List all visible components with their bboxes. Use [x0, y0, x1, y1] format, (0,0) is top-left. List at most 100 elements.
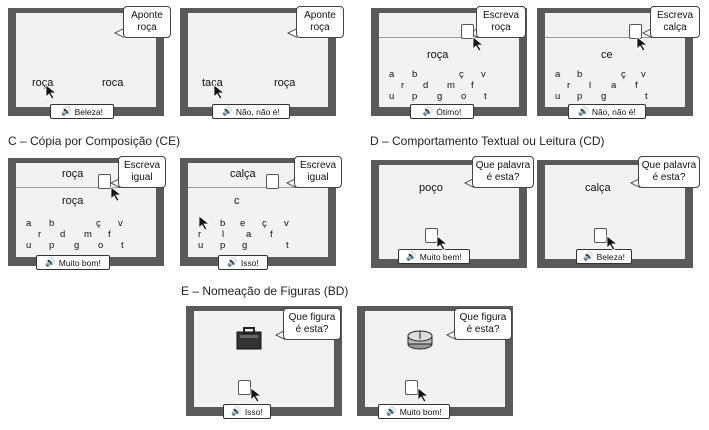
- letter-key[interactable]: g: [74, 240, 80, 251]
- word-option[interactable]: roça: [274, 77, 296, 89]
- letter-key[interactable]: ç: [621, 69, 626, 80]
- letter-key[interactable]: m: [447, 80, 455, 91]
- audio-feedback: 🔊Não, não é!: [568, 104, 646, 119]
- sample-bar: [188, 163, 328, 188]
- letter-key[interactable]: t: [121, 240, 124, 251]
- speaker-icon: 🔊: [45, 257, 56, 267]
- microphone-icon[interactable]: [594, 228, 607, 243]
- letter-key[interactable]: r: [567, 80, 571, 91]
- letter-key[interactable]: r: [198, 229, 202, 240]
- letter-key[interactable]: a: [389, 69, 395, 80]
- microphone-icon[interactable]: [405, 380, 418, 395]
- sample-bar: [379, 13, 519, 38]
- letter-key[interactable]: p: [577, 91, 583, 102]
- letter-key[interactable]: p: [412, 91, 418, 102]
- audio-feedback: 🔊Beleza!: [50, 104, 114, 119]
- letter-key[interactable]: b: [220, 218, 226, 229]
- letter-key[interactable]: r: [401, 80, 405, 91]
- letter-key[interactable]: g: [601, 91, 607, 102]
- letter-key[interactable]: l: [589, 80, 592, 91]
- letter-key[interactable]: f: [635, 80, 638, 91]
- letter-key[interactable]: e: [240, 218, 246, 229]
- prompt-bubble: Que figura é esta?: [283, 308, 341, 340]
- letter-key[interactable]: v: [284, 218, 289, 229]
- letter-key[interactable]: o: [98, 240, 104, 251]
- letter-key[interactable]: v: [118, 218, 123, 229]
- letter-key[interactable]: u: [555, 91, 561, 102]
- sample-bar: [545, 13, 685, 38]
- bubble-tail: [464, 178, 474, 188]
- microphone-icon[interactable]: [425, 228, 438, 243]
- speaker-icon: 🔊: [386, 406, 397, 416]
- speaker-icon: 🔊: [406, 251, 417, 261]
- sample-word: roça: [427, 49, 449, 61]
- cursor-icon: [110, 186, 123, 202]
- letter-key[interactable]: v: [641, 69, 646, 80]
- target-word: poço: [419, 182, 443, 194]
- letter-key[interactable]: ç: [96, 218, 101, 229]
- speaker-icon: 🔊: [583, 251, 594, 261]
- letter-key[interactable]: d: [60, 229, 66, 240]
- letter-key[interactable]: g: [437, 91, 443, 102]
- prompt-bubble: Escreva roça: [476, 6, 526, 38]
- letter-key[interactable]: g: [242, 240, 248, 251]
- letter-key[interactable]: a: [555, 69, 561, 80]
- response-word: c: [234, 195, 240, 207]
- speaker-icon: 🔊: [227, 257, 238, 267]
- panel-a2: taça roça: [180, 8, 336, 116]
- letter-key[interactable]: o: [461, 91, 467, 102]
- microphone-icon[interactable]: [238, 380, 251, 395]
- audio-feedback: 🔊Isso!: [223, 404, 271, 419]
- letter-key[interactable]: a: [611, 80, 617, 91]
- bubble-tail: [287, 28, 297, 38]
- letter-key[interactable]: p: [49, 240, 55, 251]
- letter-key[interactable]: v: [481, 69, 486, 80]
- cursor-icon: [472, 36, 485, 52]
- letter-key[interactable]: a: [26, 218, 32, 229]
- letter-key[interactable]: ç: [262, 218, 267, 229]
- speaker-icon: 🔊: [222, 106, 233, 116]
- prompt-bubble: Escreva calça: [650, 6, 700, 38]
- cursor-icon: [213, 84, 226, 100]
- suitcase-picture: [236, 327, 262, 350]
- keyboard-icon[interactable]: [461, 24, 474, 39]
- sample-word: ce: [601, 49, 613, 61]
- letter-key[interactable]: m: [84, 229, 92, 240]
- letter-key[interactable]: a: [246, 229, 252, 240]
- letter-key[interactable]: t: [484, 91, 487, 102]
- letter-key[interactable]: l: [222, 229, 225, 240]
- word-option[interactable]: roça: [32, 77, 54, 89]
- word-option[interactable]: taça: [202, 77, 223, 89]
- letter-key[interactable]: t: [645, 91, 648, 102]
- letter-key[interactable]: r: [38, 229, 42, 240]
- letter-key[interactable]: b: [412, 69, 418, 80]
- letter-key[interactable]: p: [220, 240, 226, 251]
- letter-key[interactable]: b: [577, 69, 583, 80]
- cursor-icon: [250, 387, 263, 403]
- letter-key[interactable]: b: [49, 218, 55, 229]
- bubble-tail: [286, 178, 296, 188]
- letter-key[interactable]: t: [286, 240, 289, 251]
- sample-word: calça: [230, 168, 256, 180]
- section-title-e: E – Nomeação de Figuras (BD): [181, 284, 349, 298]
- letter-key[interactable]: f: [108, 229, 111, 240]
- letter-key[interactable]: ç: [459, 69, 464, 80]
- keyboard-icon[interactable]: [98, 174, 111, 189]
- letter-key[interactable]: f: [471, 80, 474, 91]
- audio-feedback: 🔊Muito bem!: [398, 249, 470, 264]
- letter-key[interactable]: u: [198, 240, 204, 251]
- panel-b1: roça a b ç v r d m f u p g o t: [371, 8, 527, 116]
- letter-key[interactable]: u: [389, 91, 395, 102]
- bubble-tail: [630, 178, 640, 188]
- letter-key[interactable]: d: [423, 80, 429, 91]
- word-option[interactable]: roca: [102, 77, 124, 89]
- keyboard-icon[interactable]: [266, 174, 279, 189]
- bubble-tail: [110, 178, 120, 188]
- letter-key[interactable]: u: [26, 240, 32, 251]
- prompt-bubble: Que palavra é esta?: [638, 156, 700, 188]
- cursor-icon: [198, 215, 211, 231]
- audio-feedback: 🔊Beleza!: [576, 249, 632, 264]
- keyboard-icon[interactable]: [629, 24, 642, 39]
- speaker-icon: 🔊: [422, 106, 434, 116]
- letter-key[interactable]: f: [270, 229, 273, 240]
